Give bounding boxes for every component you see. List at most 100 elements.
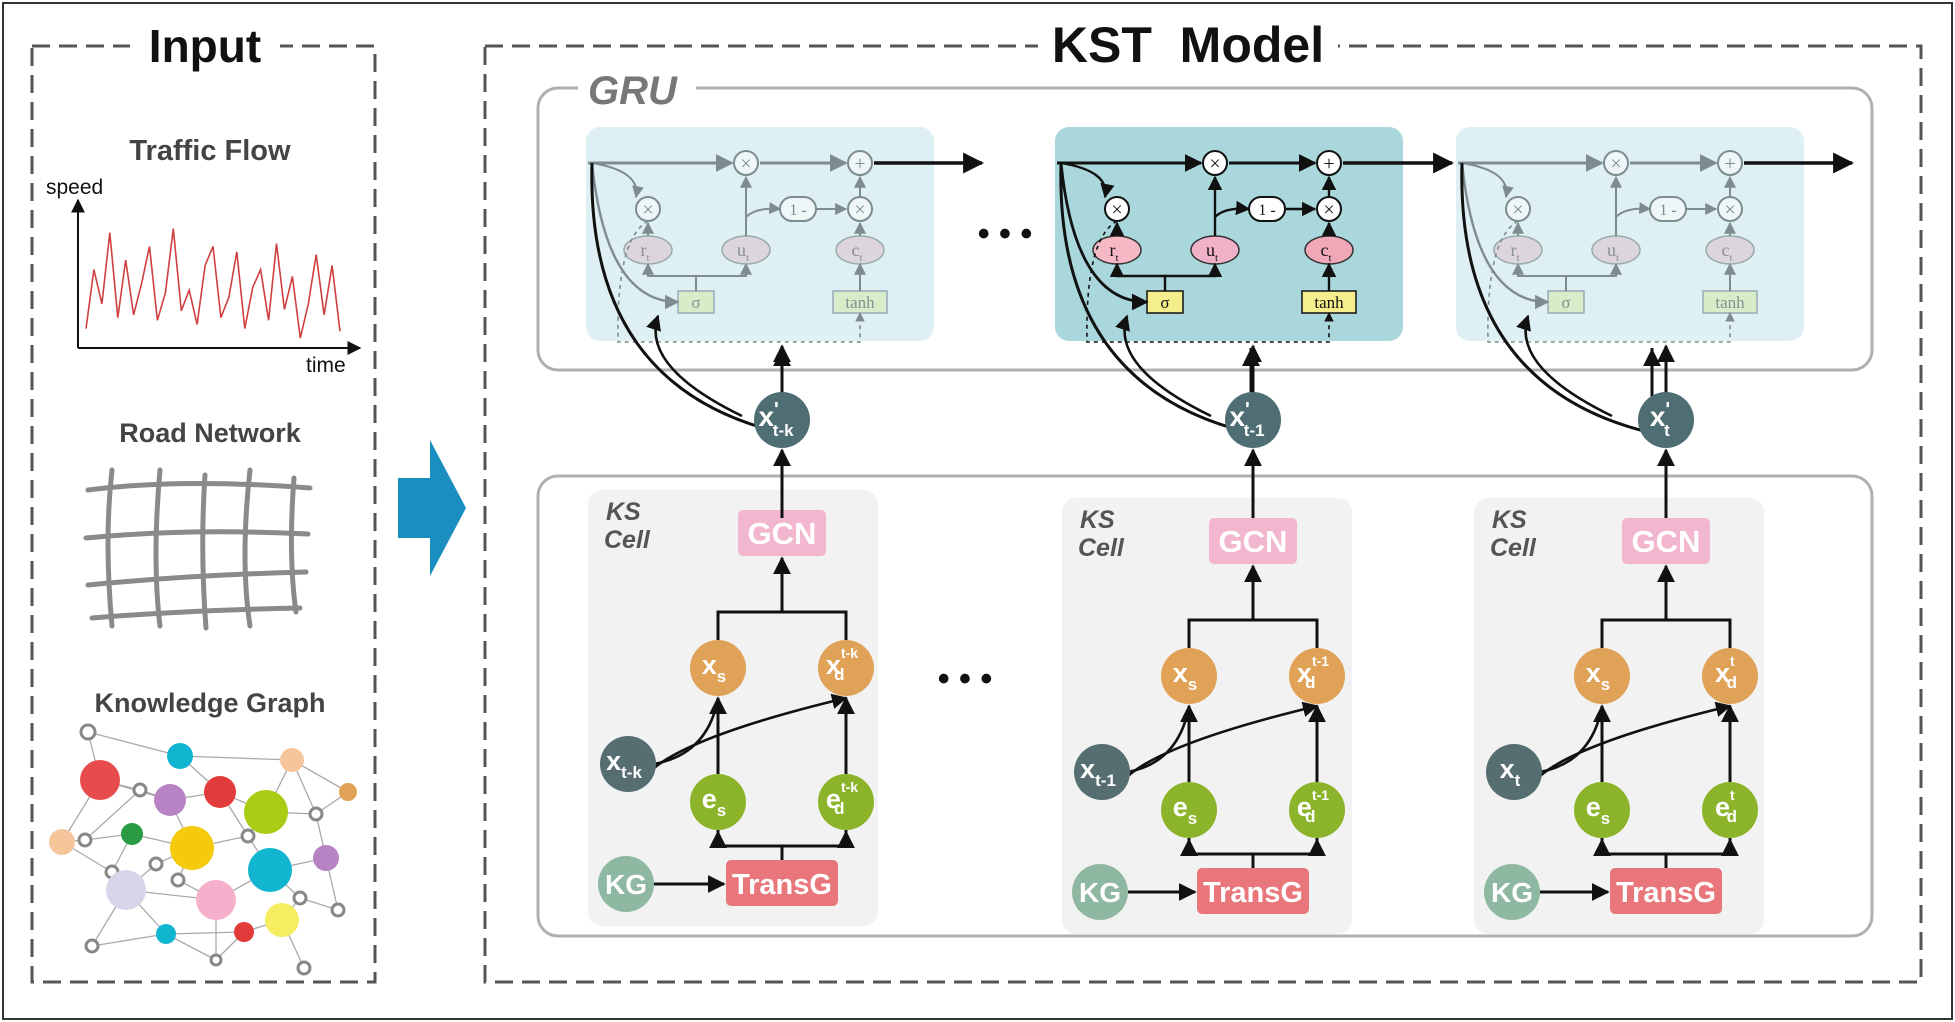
gru-plus-op xyxy=(1717,150,1743,176)
kg-node xyxy=(156,924,176,944)
ks-cell-title: KS xyxy=(606,498,641,526)
e-s-node xyxy=(1574,782,1630,838)
kg-node xyxy=(121,823,143,845)
gru-plus-op-symbol: + xyxy=(1323,153,1334,175)
kg-node xyxy=(265,903,299,937)
kg-node xyxy=(248,848,292,892)
x-s-node xyxy=(1161,648,1217,704)
kg-node xyxy=(292,890,308,906)
kg-node-label: KG xyxy=(1491,877,1533,908)
gru-mult-op-symbol: × xyxy=(740,153,751,175)
input-to-model-arrow xyxy=(398,440,466,576)
kg-node xyxy=(79,723,97,741)
ks-cell-title: KS xyxy=(1080,506,1115,534)
gru-mult-op xyxy=(1603,150,1629,176)
x-s-node-label: xs xyxy=(1173,658,1198,694)
ks-cell-subtitle: Cell xyxy=(1490,534,1537,562)
xprime-node-label: x't xyxy=(1650,399,1670,440)
gru-title: GRU xyxy=(588,69,678,113)
gru-tanh-label: tanh xyxy=(1715,293,1745,312)
gru-tanh-label: tanh xyxy=(1314,293,1344,312)
gru-update-mult-op-symbol: × xyxy=(1323,199,1334,221)
gru-one-minus-label: 1 - xyxy=(789,202,806,219)
gru-sigma-label: σ xyxy=(1160,293,1169,312)
gru-reset-gate-label: rt xyxy=(1510,240,1519,264)
x-input-node-label: xt-k xyxy=(606,746,642,782)
gru-reset-mult-op-symbol: × xyxy=(1512,199,1523,221)
kg-node xyxy=(308,806,324,822)
gru-plus-op xyxy=(847,150,873,176)
traffic-flow-line xyxy=(85,228,341,339)
road-network-graphic xyxy=(83,467,313,631)
transg-label: TransG xyxy=(1616,877,1716,909)
model-panel-title: KST Model xyxy=(1052,17,1324,73)
kg-node xyxy=(170,872,186,888)
transg-box xyxy=(1197,868,1309,914)
kg-node xyxy=(196,880,236,920)
kg-node xyxy=(204,776,236,808)
gru-mult-op-symbol: × xyxy=(1209,153,1220,175)
kg-node xyxy=(280,748,304,772)
e-d-node xyxy=(818,774,874,830)
kg-node xyxy=(80,760,120,800)
kg-node xyxy=(170,826,214,870)
gcn-box xyxy=(738,510,826,556)
gru-mult-op xyxy=(1202,150,1228,176)
ks-cell-bg xyxy=(1474,498,1764,934)
ks-cell-bg xyxy=(1062,498,1352,934)
gcn-label: GCN xyxy=(748,516,817,551)
kg-node xyxy=(1072,864,1128,920)
traffic-flow-y-axis-label: speed xyxy=(46,176,103,199)
kg-edge xyxy=(91,933,167,947)
gru-mult-op xyxy=(733,150,759,176)
x-s-node-label: xs xyxy=(702,650,727,686)
gru-update-mult-op-symbol: × xyxy=(854,199,865,221)
transg-label: TransG xyxy=(732,869,832,901)
ks-cell-bg xyxy=(588,490,878,926)
x-s-node xyxy=(690,640,746,696)
kg-node-label: KG xyxy=(605,869,647,900)
knowledge-graph-title: Knowledge Graph xyxy=(94,688,325,718)
gru-plus-op xyxy=(1316,150,1342,176)
kg-node xyxy=(106,870,146,910)
kg-edge xyxy=(87,731,181,757)
input-panel-title: Input xyxy=(149,20,261,72)
kg-node xyxy=(313,845,339,871)
input-panel: Input Traffic Flow speed time Road Netwo… xyxy=(30,18,377,984)
e-s-node-label: es xyxy=(702,784,727,820)
kg-node xyxy=(84,938,100,954)
kg-edge xyxy=(179,755,293,761)
x-input-node-label: xt-1 xyxy=(1080,754,1116,790)
transg-box xyxy=(1610,868,1722,914)
kg-node xyxy=(296,960,312,976)
gru-sigma-label: σ xyxy=(691,293,700,312)
ks-cell-title: KS xyxy=(1492,506,1527,534)
gru-cell-bg xyxy=(1456,127,1804,341)
gru-reset-gate-label: rt xyxy=(640,240,649,264)
x-s-node-label: xs xyxy=(1586,658,1611,694)
gru-candidate-label: ct xyxy=(1320,240,1331,264)
gcn-label: GCN xyxy=(1632,524,1701,559)
gru-sigma-label: σ xyxy=(1561,293,1570,312)
xprime-node xyxy=(754,392,810,448)
kg-node xyxy=(49,829,75,855)
gru-reset-mult-op-symbol: × xyxy=(1111,199,1122,221)
kg-node xyxy=(234,922,254,942)
e-s-node-label: es xyxy=(1586,792,1611,828)
kg-node xyxy=(240,828,256,844)
xprime-node-label: x't-k xyxy=(758,399,794,440)
xprime-node xyxy=(1638,392,1694,448)
gru-plus-op-symbol: + xyxy=(854,153,865,175)
kg-node xyxy=(244,790,288,834)
kg-node xyxy=(209,953,223,967)
gru-ellipsis: • • • xyxy=(978,215,1033,253)
x-d-node xyxy=(818,640,874,696)
